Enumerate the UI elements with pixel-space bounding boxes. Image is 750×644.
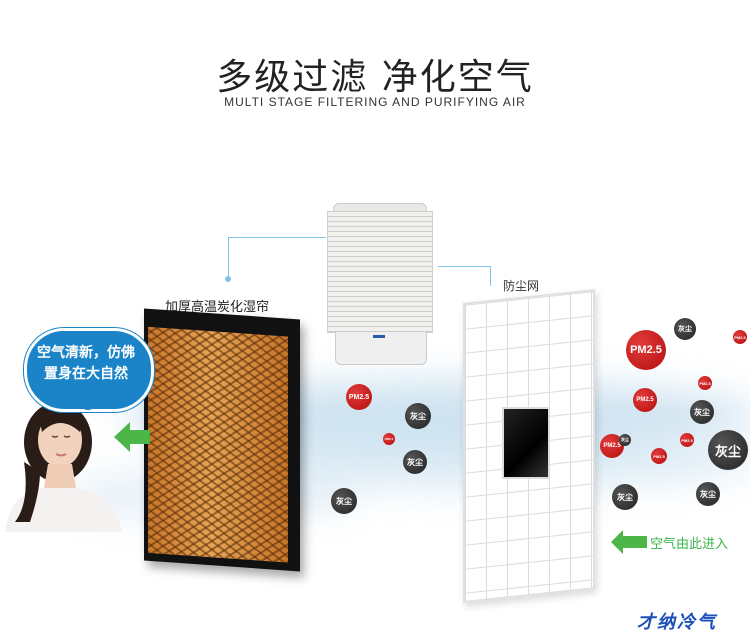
speech-bubble-text: 空气清新，仿佛 置身在大自然 xyxy=(30,343,142,385)
dust-particle: 灰尘 xyxy=(690,400,714,424)
pm25-particle: PM2.5 xyxy=(698,376,712,390)
filter-black-panel xyxy=(502,407,550,479)
pm25-particle: PM2.5 xyxy=(600,434,624,458)
connector-line xyxy=(438,266,490,267)
pm25-particle: PM2.5 xyxy=(626,330,666,370)
speech-bubble-tail xyxy=(80,396,96,410)
unit-louvers xyxy=(327,211,433,333)
pm25-particle: PM2.5 xyxy=(680,433,694,447)
connector-line xyxy=(490,266,491,286)
dust-particle: 灰尘 xyxy=(405,403,431,429)
dust-particle: 灰尘 xyxy=(619,434,631,446)
brand-watermark: 才纳冷气 xyxy=(637,612,717,633)
connector-dot xyxy=(225,276,231,282)
air-inlet-label: 空气由此进入 xyxy=(650,537,729,552)
dust-particle: 灰尘 xyxy=(612,484,638,510)
connector-line xyxy=(228,237,326,238)
dust-filter-label: 防尘网 xyxy=(503,279,540,293)
bubble-line-2: 置身在大自然 xyxy=(44,366,128,382)
air-cooler-unit xyxy=(327,203,435,365)
pm25-particle: PM2.5 xyxy=(633,388,657,412)
page-title: 多级过滤 净化空气 xyxy=(216,57,534,98)
dust-particle: 灰尘 xyxy=(331,488,357,514)
pm25-particle: PM2.5 xyxy=(651,448,667,464)
arrow-left-icon xyxy=(114,420,150,454)
cooling-pad-honeycomb xyxy=(148,326,288,563)
arrow-left-icon xyxy=(611,530,647,554)
dust-particle: 灰尘 xyxy=(403,450,427,474)
dust-particle: 灰尘 xyxy=(696,482,720,506)
page-subtitle: MULTI STAGE FILTERING AND PURIFYING AIR xyxy=(224,95,526,109)
bubble-line-1: 空气清新，仿佛 xyxy=(37,345,135,361)
dust-particle: 灰尘 xyxy=(674,318,696,340)
unit-logo xyxy=(373,335,385,338)
connector-line xyxy=(228,237,229,277)
dust-particle: 灰尘 xyxy=(708,430,748,470)
pm25-particle: PM2.5 xyxy=(383,433,395,445)
cooling-pad xyxy=(144,308,300,572)
pm25-particle: PM2.5 xyxy=(733,330,747,344)
woman-photo xyxy=(0,392,130,532)
pm25-particle: PM2.5 xyxy=(346,384,372,410)
